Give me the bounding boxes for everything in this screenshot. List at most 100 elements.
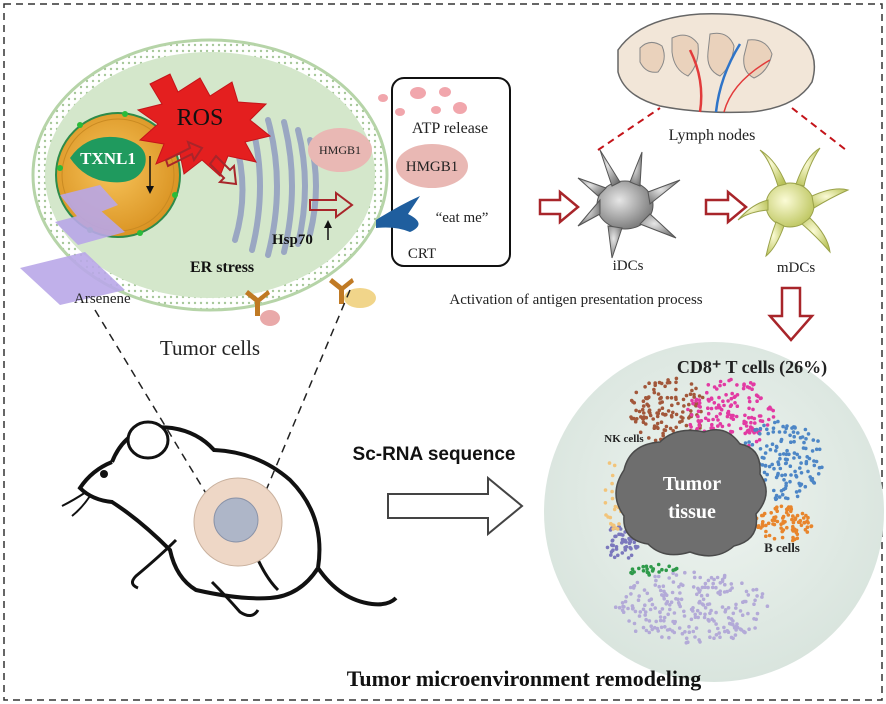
cluster-cell-dot (668, 603, 672, 607)
cluster-cell-dot (796, 431, 800, 435)
cluster-cell-dot (712, 577, 716, 582)
cluster-cell-dot (700, 585, 705, 590)
mdcs-label: mDCs (777, 260, 816, 276)
cluster-cell-dot (635, 417, 639, 421)
cluster-cell-dot (613, 504, 618, 509)
endoplasmic-reticulum (232, 117, 319, 258)
cluster-cell-dot (697, 398, 702, 402)
cluster-cell-dot (780, 492, 785, 497)
cluster-cell-dot (652, 390, 657, 395)
cluster-cell-dot (708, 635, 712, 639)
cluster-cell-dot (774, 493, 779, 498)
cluster-cell-dot (698, 640, 702, 644)
cluster-cell-dot (816, 439, 820, 443)
cluster-cell-dot (791, 538, 795, 543)
cluster-cell-dot (660, 593, 664, 597)
cluster-cell-dot (633, 629, 638, 633)
cluster-cell-dot (690, 388, 694, 393)
cluster-cell-dot (641, 569, 646, 573)
cluster-cell-dot (781, 514, 786, 519)
cluster-cell-dot (730, 586, 734, 590)
cluster-cell-dot (616, 553, 620, 558)
cluster-cell-dot (778, 452, 782, 457)
cluster-cell-dot (653, 381, 657, 385)
cluster-cell-dot (735, 625, 740, 630)
cluster-cell-dot (760, 522, 765, 526)
cluster-cell-dot (644, 564, 649, 569)
cluster-cell-dot (752, 602, 756, 606)
cluster-cell-dot (652, 426, 657, 431)
release-box (376, 77, 511, 267)
cluster-cell-dot (816, 472, 821, 476)
cluster-cell-dot (633, 609, 638, 614)
cluster-cell-dot (656, 392, 661, 396)
cluster-cell-dot (700, 602, 705, 606)
cluster-cell-dot (798, 483, 802, 488)
cluster-cell-dot (803, 427, 808, 432)
cluster-cell-dot (806, 432, 811, 436)
cluster-cell-dot (660, 635, 664, 639)
cluster-cell-dot (629, 553, 634, 558)
cluster-cell-dot (649, 565, 653, 569)
cluster-cell-dot (803, 527, 808, 532)
cluster-cell-dot (730, 391, 734, 396)
tumor-label: Tumor (663, 473, 721, 495)
cluster-cell-dot (772, 536, 777, 541)
cluster-cell-dot (771, 415, 776, 419)
cluster-cell-dot (633, 544, 638, 549)
cluster-cell-dot (706, 397, 711, 402)
hsp70-label: Hsp70 (272, 232, 313, 248)
cluster-cell-dot (647, 436, 651, 440)
cluster-cell-dot (747, 399, 752, 404)
cluster-cell-dot (774, 497, 778, 502)
cluster-cell-dot (781, 519, 785, 524)
cluster-cell-dot (785, 525, 789, 530)
cluster-cell-dot (777, 430, 782, 434)
nk-cells-label: NK cells (604, 433, 644, 445)
cluster-cell-dot (714, 585, 718, 590)
cluster-cell-dot (767, 417, 771, 422)
cluster-cell-dot (754, 393, 759, 398)
cluster-cell-dot (681, 410, 685, 414)
cluster-cell-dot (623, 545, 627, 550)
cluster-cell-dot (726, 399, 730, 403)
cluster-cell-dot (681, 416, 685, 420)
cluster-cell-dot (637, 409, 642, 414)
cluster-cell-dot (667, 576, 671, 580)
cluster-cell-dot (788, 479, 792, 484)
cluster-cell-dot (644, 415, 649, 420)
cluster-cell-dot (729, 582, 734, 586)
cluster-cell-dot (661, 412, 665, 416)
cluster-cell-dot (652, 625, 657, 630)
cluster-cell-dot (611, 548, 615, 552)
cluster-cell-dot (709, 396, 714, 401)
cluster-cell-dot (705, 593, 710, 597)
cluster-cell-dot (789, 473, 793, 477)
cluster-cell-dot (662, 597, 666, 601)
cluster-cell-dot (755, 594, 759, 598)
cluster-cell-dot (771, 430, 776, 434)
cluster-cell-dot (779, 504, 784, 509)
cluster-cell-dot (792, 456, 796, 460)
cluster-cell-dot (643, 610, 648, 614)
cluster-cell-dot (757, 414, 762, 418)
cluster-cell-dot (694, 626, 699, 630)
bottom-title: Tumor microenvironment remodeling (347, 666, 701, 691)
cluster-cell-dot (666, 612, 670, 617)
cluster-cell-dot (718, 412, 722, 416)
cluster-cell-dot (644, 396, 648, 400)
cluster-cell-dot (684, 636, 689, 641)
cluster-cell-dot (610, 473, 615, 478)
cluster-cell-dot (750, 387, 754, 392)
cluster-cell-dot (710, 585, 715, 590)
cluster-cell-dot (656, 574, 661, 579)
cluster-cell-dot (770, 442, 775, 447)
cluster-cell-dot (647, 619, 652, 623)
atp-vesicle (344, 288, 376, 308)
cluster-cell-dot (645, 570, 650, 574)
cluster-cell-dot (641, 399, 646, 404)
cluster-cell-dot (735, 622, 739, 626)
cluster-cell-dot (795, 532, 800, 537)
cluster-cell-dot (799, 461, 803, 465)
